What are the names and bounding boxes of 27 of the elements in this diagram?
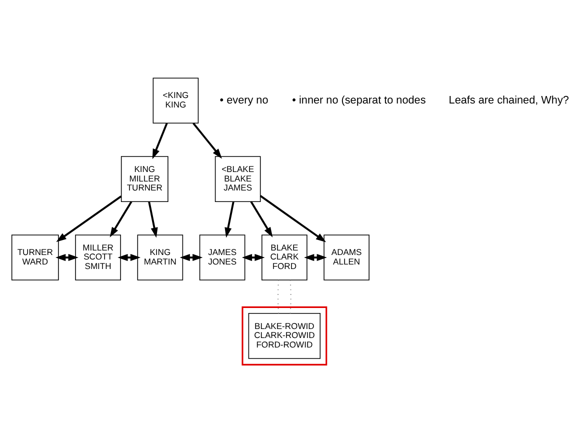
arrow [56,195,122,242]
node-box: <KING KING [152,77,199,124]
arrow [118,253,141,261]
arrow [110,200,132,237]
arrow [242,253,265,261]
arrow [260,194,326,242]
node-box: KING MILLER TURNER [120,156,168,202]
arrow [224,200,234,238]
node-box: JAMES JONES [199,234,246,280]
label: Leafs are chained, Why? [448,94,569,106]
node-box: BLAKE-ROWID CLARK-ROWID FORD-ROWID [248,312,321,358]
node-box: <BLAKE BLAKE JAMES [214,156,261,202]
arrow [56,253,78,261]
arrow [148,200,158,238]
node-box: BLAKE CLARK FORD [262,234,308,280]
arrow [250,200,273,237]
cluster [242,306,328,365]
label: • inner no (separat to nodes [292,94,426,106]
arrow [180,253,203,261]
arrow [304,253,327,261]
node-box: ADAMS ALLEN [324,234,370,280]
label: • every no [220,94,268,106]
node-box: TURNER WARD [11,234,59,280]
arrow [192,122,222,158]
node-box: KING MARTIN [137,234,184,280]
node-box: MILLER SCOTT SMITH [75,234,121,280]
arrow [152,122,168,159]
